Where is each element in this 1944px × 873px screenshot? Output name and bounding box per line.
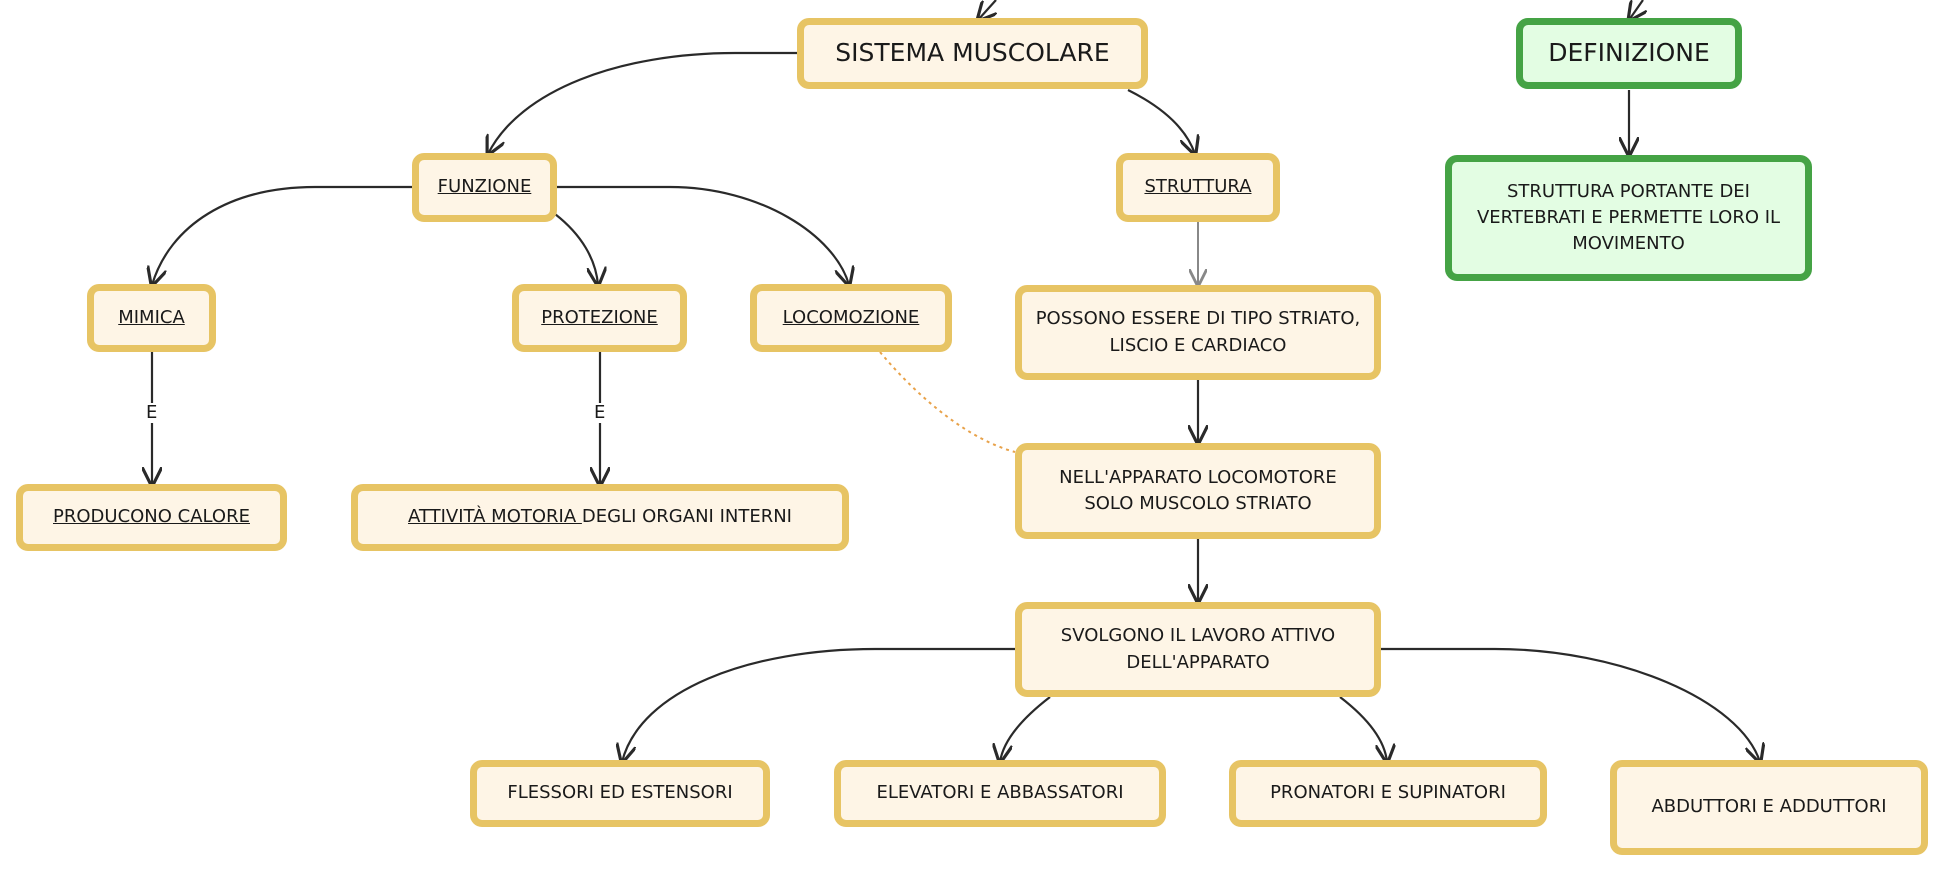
node-locomozione-label: LOCOMOZIONE: [782, 306, 920, 328]
node-tipo-muscolo[interactable]: POSSONO ESSERE DI TIPO STRIATO, LISCIO E…: [1015, 285, 1381, 380]
node-definizione[interactable]: DEFINIZIONE: [1516, 18, 1742, 89]
node-flessori-label: FLESSORI ED ESTENSORI: [507, 782, 733, 804]
node-mimica-label: MIMICA: [118, 306, 185, 328]
node-abduttori[interactable]: ABDUTTORI E ADDUTTORI: [1610, 760, 1928, 855]
node-pronatori[interactable]: PRONATORI E SUPINATORI: [1229, 760, 1547, 827]
node-producono-calore[interactable]: PRODUCONO CALORE: [16, 484, 287, 551]
edge-funzione-mimica: [152, 185, 414, 285]
edge-svolgono-pronatori: [1339, 696, 1387, 762]
node-svolgono[interactable]: SVOLGONO IL LAVORO ATTIVO DELL'APPARATO: [1015, 602, 1381, 697]
node-elevatori[interactable]: ELEVATORI E ABBASSATORI: [834, 760, 1166, 827]
node-abduttori-label: ABDUTTORI E ADDUTTORI: [1651, 796, 1887, 818]
edge-svolgono-abduttori: [1380, 647, 1760, 762]
node-pronatori-label: PRONATORI E SUPINATORI: [1270, 782, 1506, 804]
node-definizione-testo[interactable]: STRUTTURA PORTANTE DEI VERTEBRATI E PERM…: [1445, 155, 1812, 281]
node-funzione-label: FUNZIONE: [437, 176, 532, 198]
edge-incoming-definizione: [1629, 0, 1643, 20]
edge-locomozione-apparato-dotted: [879, 351, 1016, 453]
edge-sistema-funzione: [488, 51, 797, 154]
edge-funzione-locomozione: [555, 185, 849, 285]
node-sistema-muscolare-label: SISTEMA MUSCOLARE: [835, 38, 1110, 68]
edge-sistema-struttura: [1127, 89, 1195, 154]
node-mimica[interactable]: MIMICA: [87, 284, 216, 352]
edge-incoming-sistema: [978, 0, 996, 20]
node-funzione[interactable]: FUNZIONE: [412, 153, 557, 222]
node-struttura-label: STRUTTURA: [1144, 176, 1252, 198]
node-tipo-muscolo-label: POSSONO ESSERE DI TIPO STRIATO, LISCIO E…: [1035, 308, 1361, 356]
node-elevatori-label: ELEVATORI E ABBASSATORI: [876, 782, 1124, 804]
node-definizione-testo-label: STRUTTURA PORTANTE DEI VERTEBRATI E PERM…: [1476, 180, 1781, 255]
node-struttura[interactable]: STRUTTURA: [1116, 153, 1280, 222]
edge-funzione-protezione: [554, 213, 598, 285]
node-attivita-motoria-underlined: ATTIVITÀ MOTORIA: [408, 506, 582, 528]
node-protezione-label: PROTEZIONE: [541, 306, 658, 328]
node-apparato-locomotore[interactable]: NELL'APPARATO LOCOMOTORE SOLO MUSCOLO ST…: [1015, 443, 1381, 539]
node-producono-calore-label: PRODUCONO CALORE: [53, 506, 250, 528]
node-attivita-motoria-rest: DEGLI ORGANI INTERNI: [581, 506, 792, 528]
node-sistema-muscolare[interactable]: SISTEMA MUSCOLARE: [797, 18, 1148, 89]
node-svolgono-label: SVOLGONO IL LAVORO ATTIVO DELL'APPARATO: [1060, 625, 1336, 673]
node-apparato-locomotore-label: NELL'APPARATO LOCOMOTORE SOLO MUSCOLO ST…: [1059, 466, 1337, 514]
node-protezione[interactable]: PROTEZIONE: [512, 284, 687, 352]
edge-svolgono-elevatori: [1000, 696, 1051, 762]
edge-svolgono-flessori: [622, 647, 1016, 762]
node-attivita-motoria[interactable]: ATTIVITÀ MOTORIA DEGLI ORGANI INTERNI: [351, 484, 849, 551]
node-flessori[interactable]: FLESSORI ED ESTENSORI: [470, 760, 770, 827]
node-locomozione[interactable]: LOCOMOZIONE: [750, 284, 952, 352]
node-definizione-label: DEFINIZIONE: [1548, 38, 1710, 68]
edge-label-e-mimica: E: [144, 402, 160, 423]
edge-label-e-protezione: E: [592, 402, 608, 423]
